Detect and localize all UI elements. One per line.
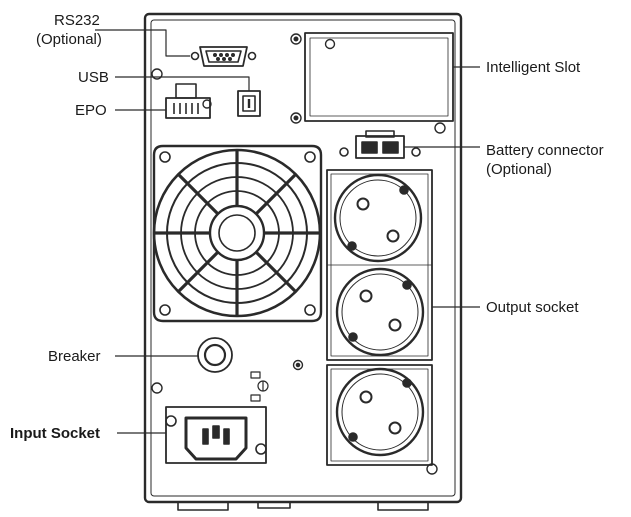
output-socket-2 [335,267,425,357]
leader-usb [115,76,250,91]
rs232-port [190,46,257,67]
label-intelligent-slot: Intelligent Slot [486,59,581,76]
fan-guard [152,144,323,323]
leader-rs232 [95,29,190,57]
output-socket-1 [333,173,423,263]
label-input-socket: Input Socket [10,425,101,442]
label-battery-connector: Battery connector [486,142,604,159]
output-socket-3 [335,367,425,457]
usb-port [237,90,261,117]
label-output-socket: Output socket [486,299,579,316]
label-epo: EPO [75,102,107,119]
label-rs232: RS232 [54,12,100,29]
ground-symbols [250,371,269,402]
callout-leaders [95,29,480,434]
battery-connector [339,130,421,159]
epo-terminal [165,83,211,119]
label-usb: USB [78,69,109,86]
label-breaker: Breaker [48,348,101,365]
breaker-knob [197,337,233,373]
label-rs232-optional: (Optional) [36,31,102,48]
label-battery-optional: (Optional) [486,161,552,178]
cabinet-outline [143,12,463,511]
mounting-screws [151,33,446,475]
intelligent-slot-cover [304,32,454,122]
input-socket-iec [165,406,267,464]
